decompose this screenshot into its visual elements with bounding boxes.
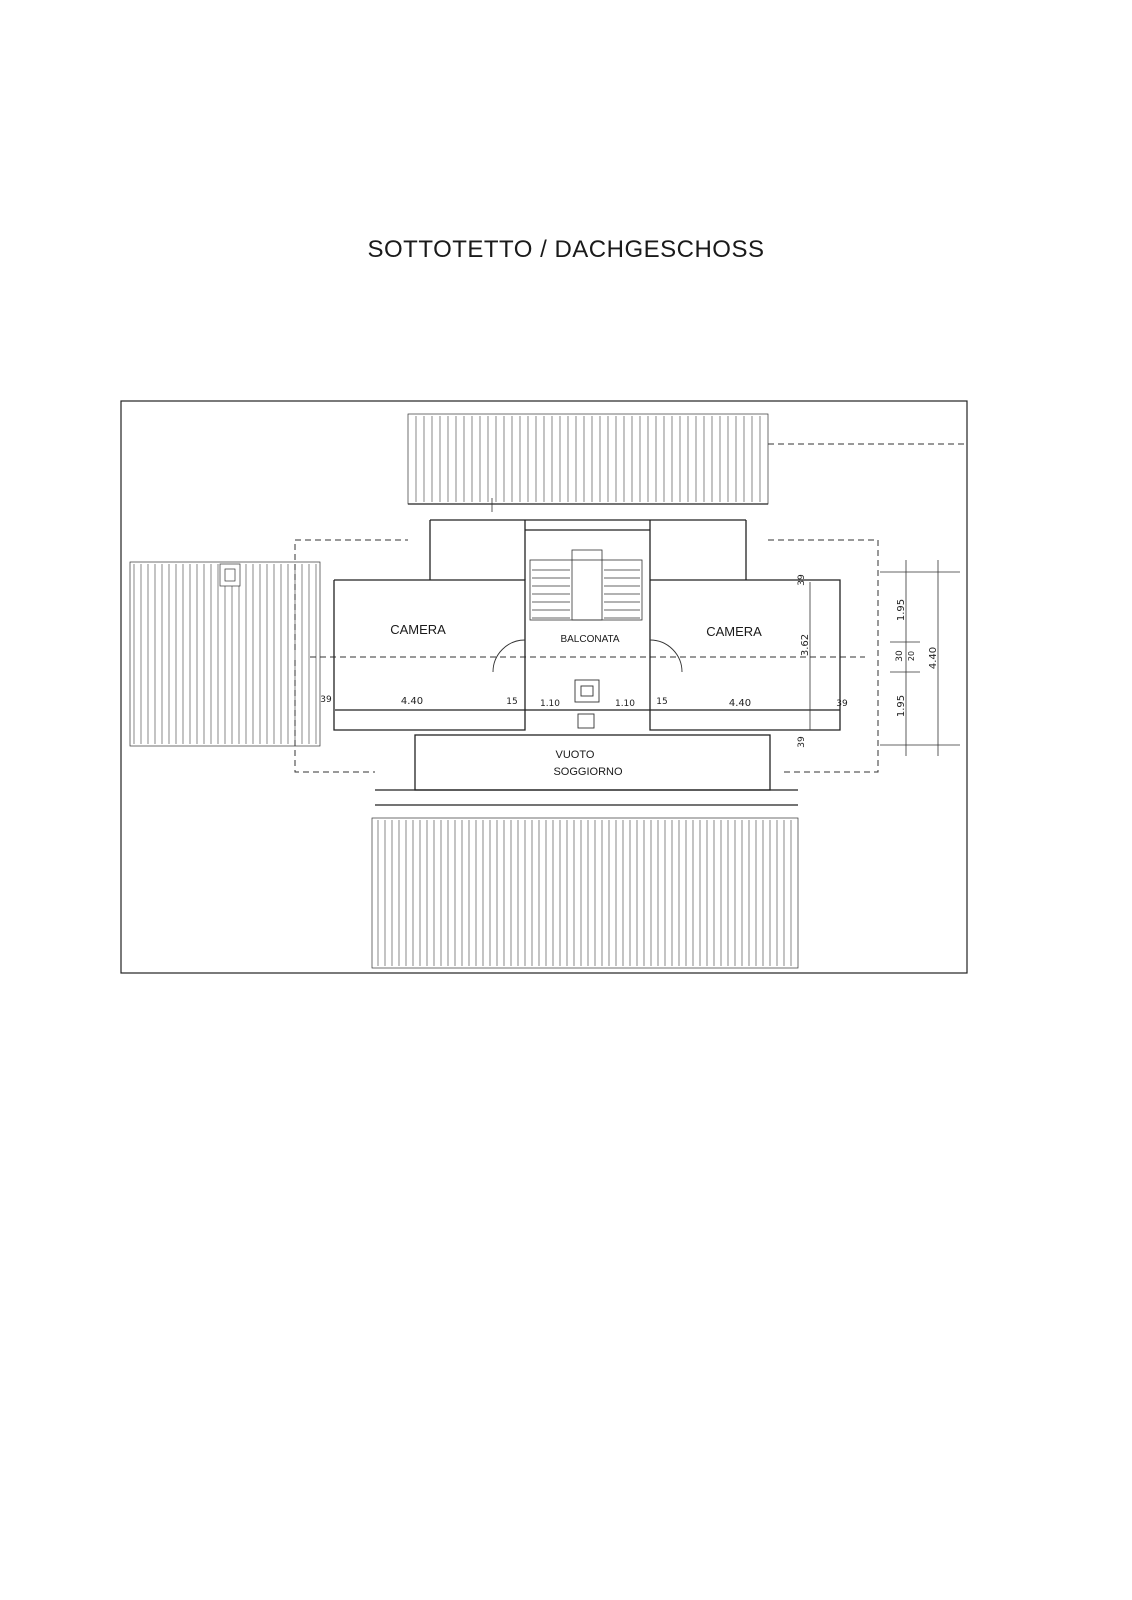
dim-lower-half: 1.95	[896, 695, 907, 717]
dim-center-beam: 30	[895, 650, 905, 662]
stair	[491, 498, 643, 621]
dim-upper-half: 1.95	[896, 599, 907, 621]
outline-dashed	[294, 443, 968, 773]
room-label-camera-left: CAMERA	[390, 622, 446, 637]
doors	[492, 639, 683, 673]
dim-right-room-width: 4.40	[729, 698, 751, 709]
room-label-soggiorno: SOGGIORNO	[553, 766, 623, 778]
roof-top	[407, 413, 769, 505]
dim-total-depth: 4.40	[928, 647, 939, 669]
dim-right-gallery: 1.10	[615, 699, 635, 709]
chimney	[574, 679, 600, 729]
room-label-camera-right: CAMERA	[706, 624, 762, 639]
roof-left	[129, 561, 321, 747]
dim-left-partition: 15	[506, 697, 517, 707]
dim-left-gallery: 1.10	[540, 699, 560, 709]
roof-bottom	[371, 817, 799, 969]
dim-center-beam-sub: 20	[907, 651, 916, 661]
dim-right-wall: 39	[836, 699, 848, 709]
plan-border	[120, 400, 968, 974]
dim-right-partition: 15	[656, 697, 667, 707]
floor-plan: CAMERA CAMERA BALCONATA VUOTO SOGGIORNO …	[120, 400, 990, 986]
dim-bottom-wall: 39	[797, 736, 807, 748]
dim-interior-depth: 3.62	[800, 634, 811, 656]
room-label-vuoto: VUOTO	[556, 749, 595, 761]
dim-left-room-width: 4.40	[401, 696, 423, 707]
dim-top-wall: 39	[797, 574, 807, 586]
room-label-balconata: BALCONATA	[560, 634, 619, 645]
dim-left-wall: 39	[320, 695, 332, 705]
page-title: SOTTOTETTO / DACHGESCHOSS	[367, 236, 765, 263]
walls	[333, 503, 841, 806]
dimension-lines	[809, 560, 960, 756]
